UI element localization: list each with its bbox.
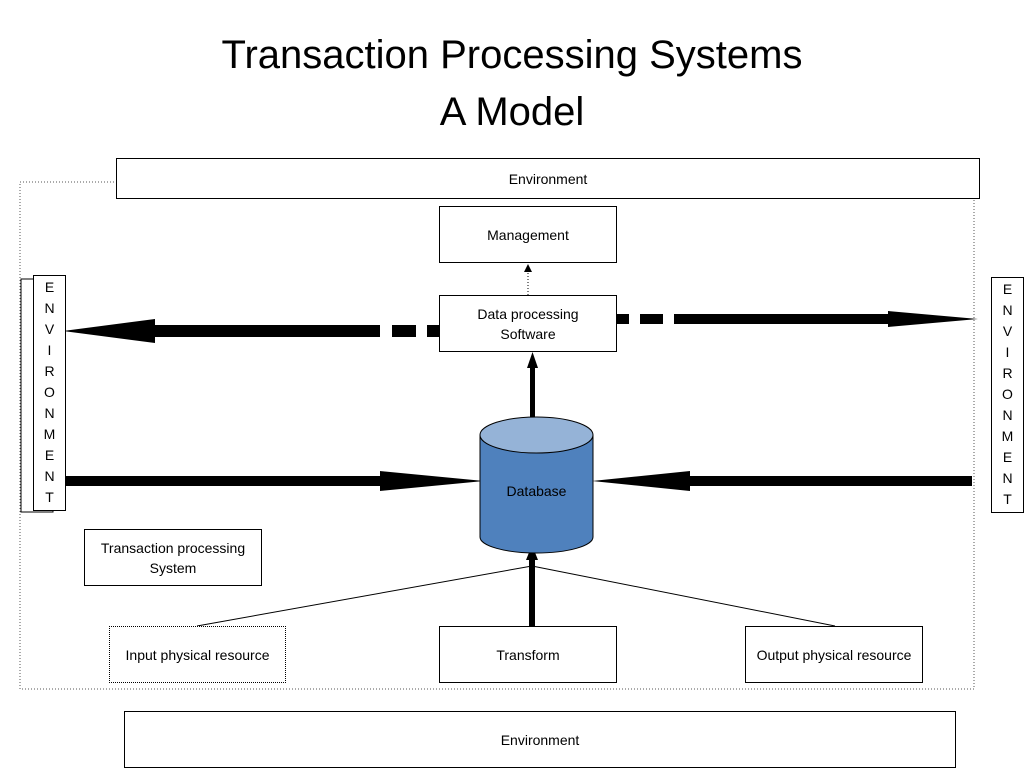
- env-left-letter: E: [44, 447, 55, 463]
- env-right-letter: N: [1002, 302, 1013, 318]
- transform-to-database-arrow: [526, 545, 538, 626]
- database-label: Database: [506, 483, 567, 499]
- env-right-letter: N: [1002, 470, 1013, 486]
- env-right-letter: N: [1002, 407, 1013, 423]
- env-left-letter: R: [44, 363, 55, 379]
- env-left-letter: N: [44, 405, 55, 421]
- env-left-letter: T: [45, 489, 54, 505]
- database-to-software-arrow: [527, 352, 538, 417]
- data-processing-line1: Data processing: [477, 305, 579, 322]
- database-cylinder: [479, 416, 594, 554]
- right-to-database-arrow: [592, 471, 972, 491]
- env-right-letter: E: [1002, 281, 1013, 297]
- page-title-line2: A Model: [439, 90, 585, 134]
- env-right-letter: I: [1005, 344, 1010, 360]
- management-box: Management: [439, 206, 617, 263]
- environment-left: E N V I R O N M E N T: [33, 275, 66, 511]
- env-left-letter: O: [44, 384, 55, 400]
- transform-box: Transform: [439, 626, 617, 683]
- environment-right: E N V I R O N M E N T: [991, 277, 1024, 513]
- env-left-letter: E: [44, 279, 55, 295]
- page-title-line1: Transaction Processing Systems: [221, 33, 803, 77]
- environment-bottom: Environment: [124, 711, 956, 768]
- env-left-letter: M: [43, 426, 56, 442]
- env-right-letter: M: [1001, 428, 1014, 444]
- tps-box: Transaction processing System: [84, 529, 262, 586]
- env-right-letter: E: [1002, 449, 1013, 465]
- env-left-letter: I: [47, 342, 52, 358]
- upper-left-arrow: [63, 319, 440, 343]
- data-processing-box: Data processing Software: [439, 295, 617, 352]
- left-to-database-arrow: [66, 471, 484, 491]
- env-left-letter: N: [44, 468, 55, 484]
- env-right-letter: V: [1002, 323, 1013, 339]
- env-right-letter: T: [1003, 491, 1012, 507]
- env-left-letter: N: [44, 300, 55, 316]
- input-resource-box: Input physical resource: [109, 626, 286, 683]
- data-processing-line2: Software: [500, 325, 556, 342]
- tps-line2: System: [149, 559, 197, 576]
- input-resource-link: [196, 565, 533, 627]
- environment-top: Environment: [116, 158, 980, 199]
- tps-line1: Transaction processing: [100, 539, 246, 556]
- env-right-letter: R: [1002, 365, 1013, 381]
- env-left-letter: V: [44, 321, 55, 337]
- env-right-letter: O: [1002, 386, 1013, 402]
- upper-right-arrow: [617, 311, 978, 327]
- output-resource-box: Output physical resource: [745, 626, 923, 683]
- output-resource-link: [531, 565, 836, 627]
